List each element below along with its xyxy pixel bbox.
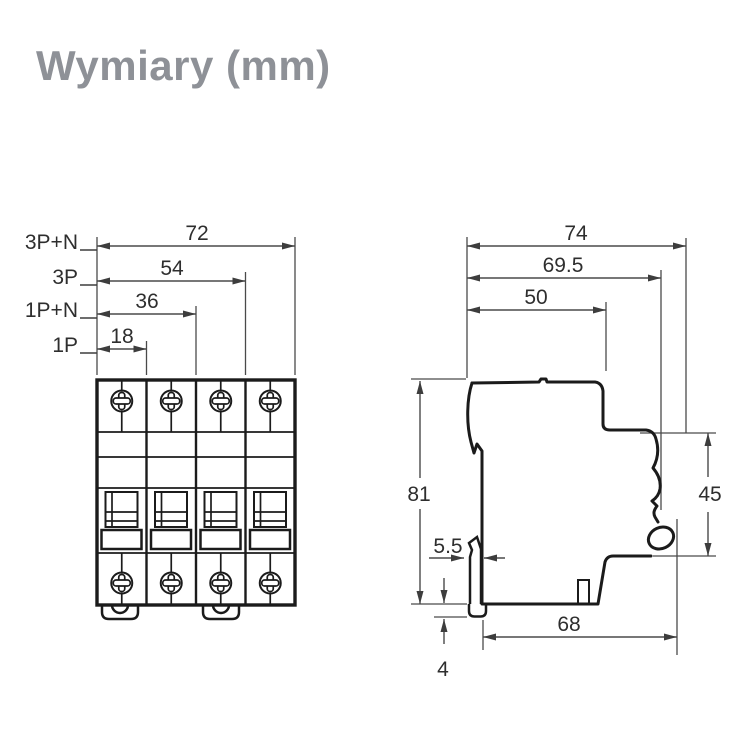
side-profile-left-bottom — [466, 381, 653, 606]
front-dim-value-18: 18 — [110, 325, 133, 348]
side-dim-value-50: 50 — [524, 286, 547, 309]
side-view: 74 69.5 50 81 45 5.5 4 68 — [407, 222, 721, 681]
side-dimension-lines — [416, 242, 712, 644]
side-profile-top-right — [470, 377, 662, 524]
side-dim-value-74: 74 — [564, 222, 588, 245]
din-clip-loop — [646, 525, 676, 551]
mounting-foot — [100, 604, 140, 621]
side-dim-value-45: 45 — [698, 483, 721, 506]
front-dim-value-36: 36 — [135, 290, 158, 313]
front-view: 3P+N 3P 1P+N 1P 72 54 36 18 — [25, 222, 297, 621]
side-dim-value-5-5: 5.5 — [433, 535, 462, 558]
side-extension-lines — [411, 237, 716, 655]
page-title: Wymiary (mm) — [36, 42, 331, 89]
side-dim-value-81: 81 — [407, 483, 430, 506]
front-extension-lines — [96, 237, 296, 375]
breaker-side-profile — [466, 377, 676, 618]
front-dimension-lines — [80, 242, 295, 354]
front-dim-value-72: 72 — [185, 222, 208, 245]
front-dim-value-54: 54 — [160, 257, 184, 280]
base-nub — [577, 579, 590, 604]
side-dim-value-68: 68 — [557, 613, 580, 636]
din-clip-foot — [467, 604, 488, 618]
side-dim-value-69-5: 69.5 — [543, 254, 584, 277]
front-dim-label-1p-n: 1P+N — [25, 299, 78, 322]
mounting-foot — [201, 604, 241, 621]
breaker-front-body — [95, 378, 297, 621]
front-dim-label-1p: 1P — [52, 334, 78, 357]
din-clip-hook — [467, 534, 483, 604]
front-dim-label-3p-n: 3P+N — [25, 231, 78, 254]
side-dim-value-4: 4 — [437, 658, 449, 681]
front-dim-label-3p: 3P — [52, 266, 78, 289]
